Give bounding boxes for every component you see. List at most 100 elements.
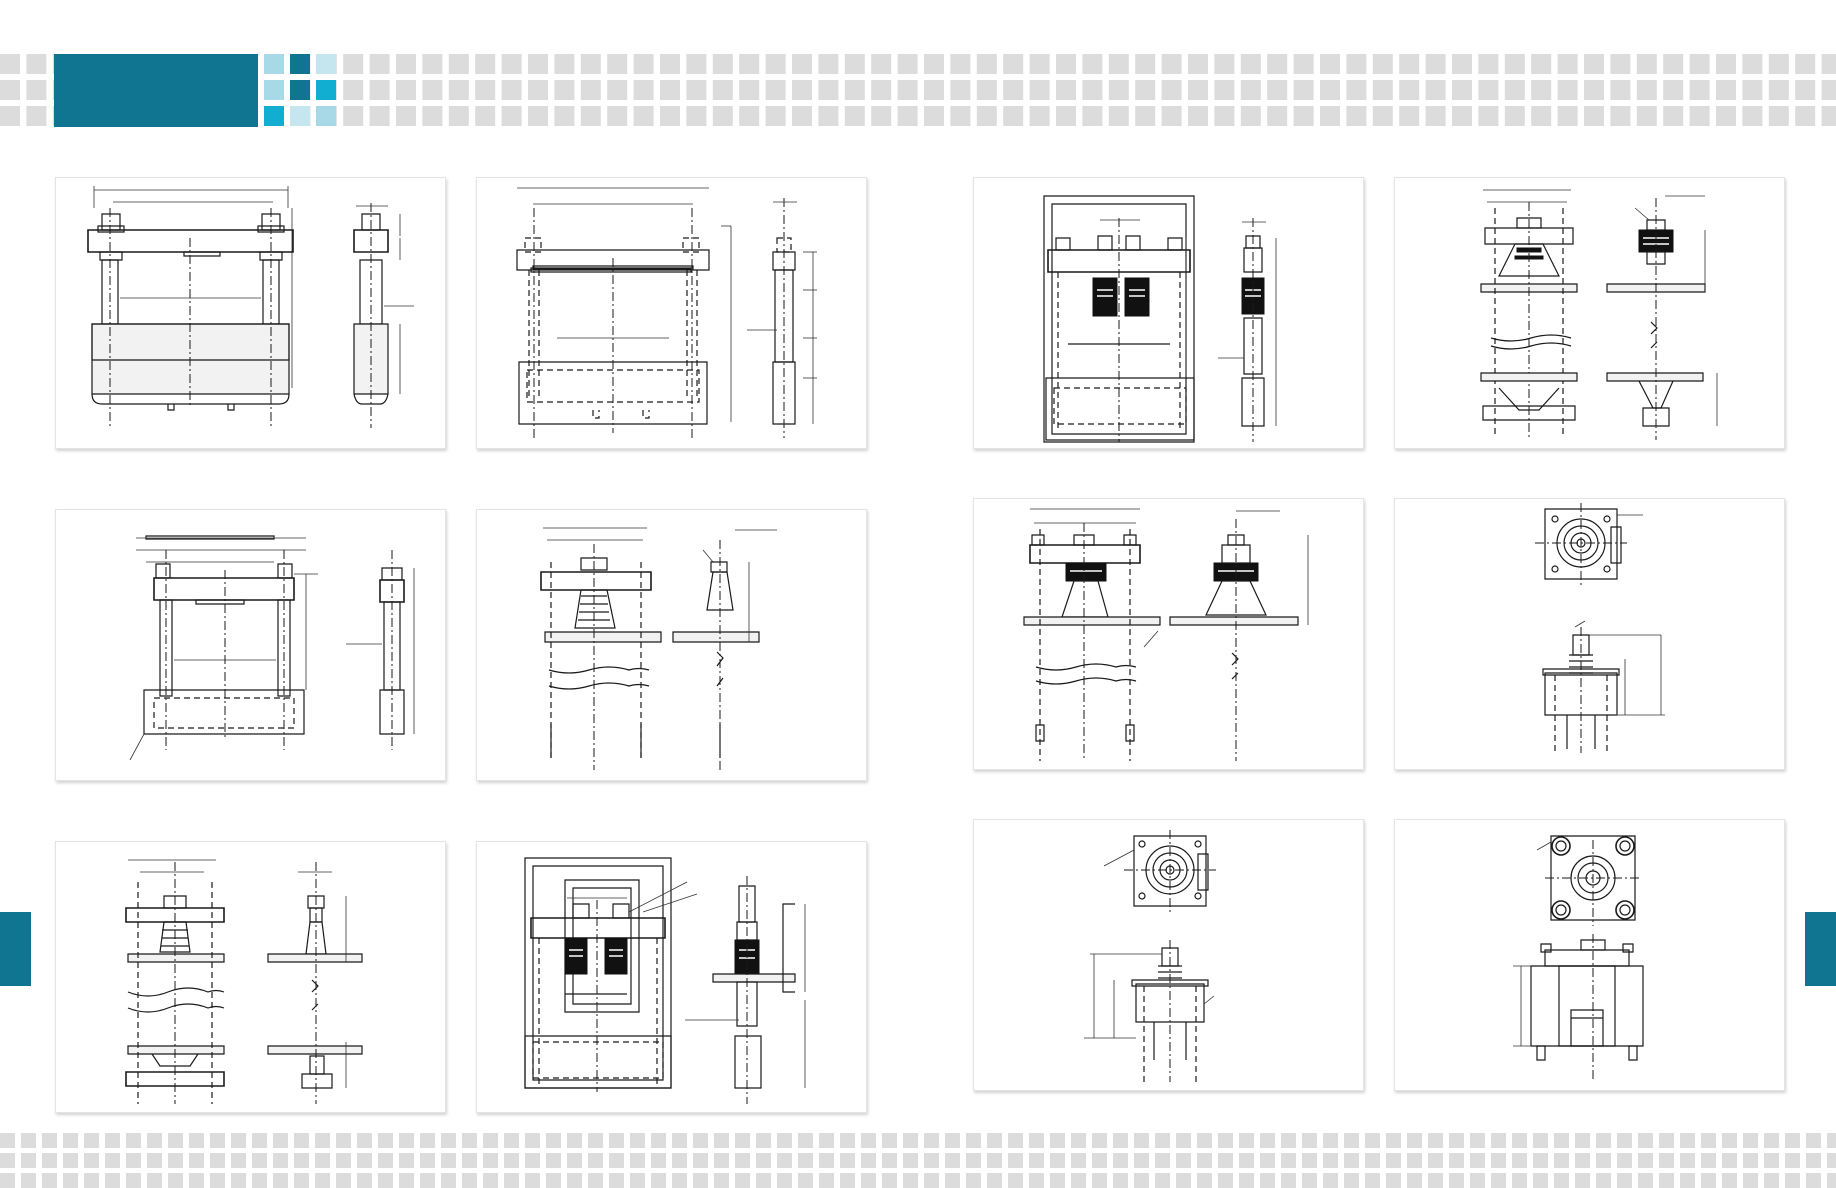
tile [1680, 1153, 1695, 1168]
tile [1293, 80, 1314, 100]
tile [168, 1173, 183, 1188]
tile [1638, 1173, 1653, 1188]
tile [1281, 1153, 1296, 1168]
tile [607, 80, 628, 100]
tile [441, 1173, 456, 1188]
tile [1056, 80, 1076, 100]
tile [1512, 1173, 1527, 1188]
tile [501, 54, 522, 74]
tile [84, 1153, 99, 1168]
tile [0, 80, 20, 100]
tile [1610, 80, 1631, 100]
tile [609, 1133, 624, 1148]
tile [504, 1153, 519, 1168]
tile [1636, 54, 1657, 74]
tile [378, 1173, 393, 1188]
tile [712, 80, 733, 100]
drawing-panel-12 [1394, 819, 1785, 1091]
tile [1638, 1153, 1653, 1168]
tile [1267, 54, 1288, 74]
tile [252, 1173, 267, 1188]
tile [126, 1133, 141, 1148]
tile [315, 1153, 330, 1168]
tile [693, 1133, 708, 1148]
tile [844, 54, 865, 74]
tile [231, 1173, 246, 1188]
tile [945, 1153, 960, 1168]
tile [1267, 80, 1288, 100]
tile [1176, 1153, 1191, 1168]
tile [1428, 1153, 1443, 1168]
tile [1003, 54, 1024, 74]
tile [871, 106, 892, 126]
tile [871, 54, 892, 74]
tile [686, 80, 707, 100]
tile [26, 54, 47, 74]
tile [1056, 54, 1076, 74]
tile [448, 54, 469, 74]
tile [189, 1153, 204, 1168]
tile [1504, 80, 1525, 100]
tile [1240, 54, 1261, 74]
tile [1281, 1173, 1296, 1188]
tile [1722, 1173, 1737, 1188]
tile [1425, 54, 1446, 74]
accent-tile [264, 54, 284, 74]
tile [1554, 1133, 1569, 1148]
tile [1596, 1133, 1611, 1148]
tile [1320, 106, 1340, 126]
tile [1557, 54, 1578, 74]
tile [105, 1173, 120, 1188]
tile [765, 54, 786, 74]
tile [105, 1133, 120, 1148]
tile [126, 1173, 141, 1188]
tile [945, 1173, 960, 1188]
tile [1821, 106, 1836, 126]
tile [483, 1133, 498, 1148]
tile [210, 1153, 225, 1168]
tile [1239, 1173, 1254, 1188]
drawing-panel-2 [476, 177, 867, 449]
tile [1161, 106, 1182, 126]
tile [336, 1153, 351, 1168]
tile [765, 106, 786, 126]
tile [714, 1133, 729, 1148]
tile [147, 1153, 162, 1168]
tile [1071, 1173, 1086, 1188]
tile [422, 106, 443, 126]
tile [554, 106, 575, 126]
accent-tile [316, 106, 336, 126]
tile [924, 80, 944, 100]
tile [1554, 1173, 1569, 1188]
header-accent-block [54, 54, 258, 127]
tile [1029, 1173, 1044, 1188]
tile [1701, 1153, 1716, 1168]
tile [840, 1153, 855, 1168]
tile [1050, 1173, 1065, 1188]
tile [567, 1153, 582, 1168]
tile [231, 1153, 246, 1168]
tile [475, 54, 496, 74]
tile [1504, 106, 1525, 126]
tile [1082, 54, 1103, 74]
tile [1372, 106, 1393, 126]
tile [1806, 1153, 1821, 1168]
tile [1176, 1133, 1191, 1148]
tile [1197, 1133, 1212, 1148]
tile [462, 1153, 477, 1168]
tile [756, 1153, 771, 1168]
tile [1134, 1153, 1149, 1168]
tile [1029, 54, 1050, 74]
tile [1795, 80, 1816, 100]
tile [966, 1133, 981, 1148]
tile [1240, 106, 1261, 126]
tile [475, 106, 496, 126]
tile [588, 1173, 603, 1188]
tile [1689, 106, 1710, 126]
tile [1293, 54, 1314, 74]
tile [84, 1173, 99, 1188]
tile [714, 1173, 729, 1188]
tile [1425, 106, 1446, 126]
tile [1716, 54, 1736, 74]
tile [1742, 80, 1763, 100]
